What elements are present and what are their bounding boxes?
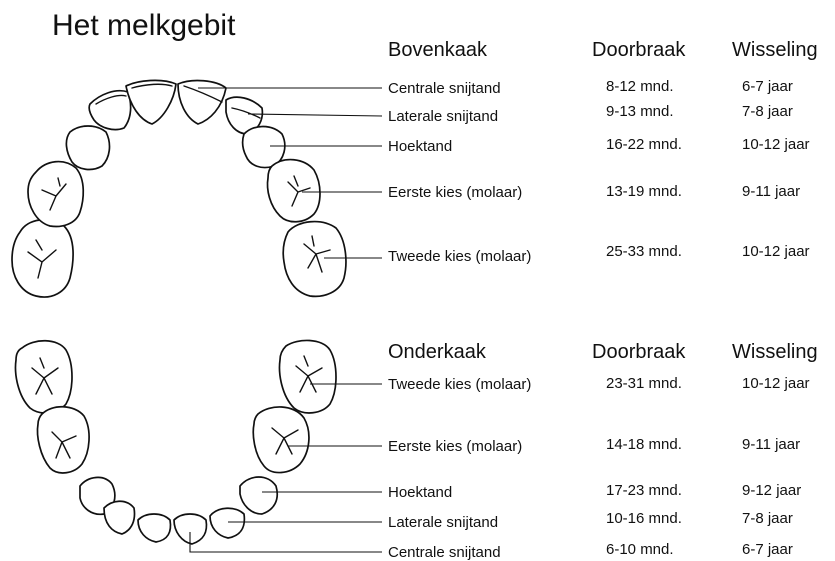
leader-upper-lateral-incisor [247, 113, 383, 117]
lower-right-first-molar-groove [51, 431, 77, 459]
lower-row-name: Tweede kies (molaar) [388, 376, 532, 393]
lower-row-shedding: 9-12 jaar [742, 482, 802, 499]
upper-row-shedding: 9-11 jaar [742, 183, 801, 200]
lower-left-first-molar [252, 406, 310, 474]
leader-lines [189, 87, 383, 553]
upper-row-eruption: 8-12 mnd. [606, 78, 674, 95]
lower-row-name: Laterale snijtand [388, 514, 499, 531]
lower-row-name: Hoektand [388, 484, 453, 501]
upper-right-second-molar [11, 218, 74, 298]
upper-row-shedding: 10-12 jaar [742, 136, 810, 153]
upper-row-shedding: 6-7 jaar [742, 78, 793, 95]
lower-shedding-header: Wisseling [732, 341, 818, 363]
lower-right-lateral-incisor [103, 500, 136, 535]
upper-right-lateral-incisor-edge [95, 94, 127, 105]
lower-row-eruption: 14-18 mnd. [606, 436, 682, 453]
upper-left-lateral-incisor-edge [231, 107, 261, 119]
lower-right-first-molar [36, 405, 90, 474]
lower-left-central-incisor [173, 513, 208, 545]
leader-lower-central-incisor [189, 532, 382, 553]
upper-row-shedding: 10-12 jaar [742, 243, 810, 260]
lower-row-name: Eerste kies (molaar) [388, 438, 523, 455]
upper-row-shedding: 7-8 jaar [742, 103, 793, 120]
lower-row-shedding: 10-12 jaar [742, 375, 810, 392]
upper-row-name: Eerste kies (molaar) [388, 184, 523, 201]
upper-row-name: Hoektand [388, 138, 453, 155]
upper-left-second-molar-groove [303, 235, 331, 273]
upper-right-second-molar-groove [27, 239, 57, 279]
upper-row-name: Laterale snijtand [388, 108, 499, 125]
upper-right-central-incisor-edge [131, 83, 173, 89]
lower-right-second-molar [14, 339, 73, 414]
upper-row-eruption: 13-19 mnd. [606, 183, 682, 200]
lower-row-shedding: 9-11 jaar [742, 436, 801, 453]
lower-left-lateral-incisor [209, 507, 246, 539]
upper-left-first-molar [266, 158, 321, 223]
lower-row-eruption: 6-10 mnd. [606, 541, 674, 558]
lower-right-central-incisor [137, 513, 172, 543]
lower-row-shedding: 7-8 jaar [742, 510, 793, 527]
lower-row-eruption: 10-16 mnd. [606, 510, 682, 527]
upper-right-central-incisor [125, 79, 177, 125]
upper-right-first-molar-groove [41, 177, 67, 211]
lower-row-shedding: 6-7 jaar [742, 541, 793, 558]
lower-eruption-header: Doorbraak [592, 341, 686, 363]
lower-row-name: Centrale snijtand [388, 544, 501, 561]
upper-right-canine [65, 125, 111, 171]
upper-left-first-molar-groove [287, 175, 311, 207]
lower-jaw-header: Onderkaak [388, 341, 486, 363]
upper-row-name: Tweede kies (molaar) [388, 248, 532, 265]
upper-shedding-header: Wisseling [732, 39, 818, 61]
upper-row-eruption: 25-33 mnd. [606, 243, 682, 260]
upper-left-lateral-incisor [225, 96, 264, 135]
lower-row-eruption: 23-31 mnd. [606, 375, 682, 392]
lower-arch [14, 339, 337, 545]
upper-row-eruption: 9-13 mnd. [606, 103, 674, 120]
upper-right-lateral-incisor [88, 89, 132, 131]
lower-left-canine [239, 476, 279, 515]
upper-jaw-header: Bovenkaak [388, 39, 487, 61]
upper-left-central-incisor [177, 79, 227, 125]
upper-left-second-molar [282, 220, 347, 298]
lower-right-second-molar-groove [31, 357, 59, 395]
upper-left-central-incisor-edge [183, 85, 223, 103]
upper-eruption-header: Doorbraak [592, 39, 686, 61]
lower-row-eruption: 17-23 mnd. [606, 482, 682, 499]
lower-left-second-molar-groove [295, 355, 323, 393]
upper-row-name: Centrale snijtand [388, 80, 501, 97]
upper-row-eruption: 16-22 mnd. [606, 136, 682, 153]
upper-arch [11, 79, 347, 298]
page-title: Het melkgebit [52, 9, 236, 42]
upper-right-first-molar [27, 160, 85, 228]
